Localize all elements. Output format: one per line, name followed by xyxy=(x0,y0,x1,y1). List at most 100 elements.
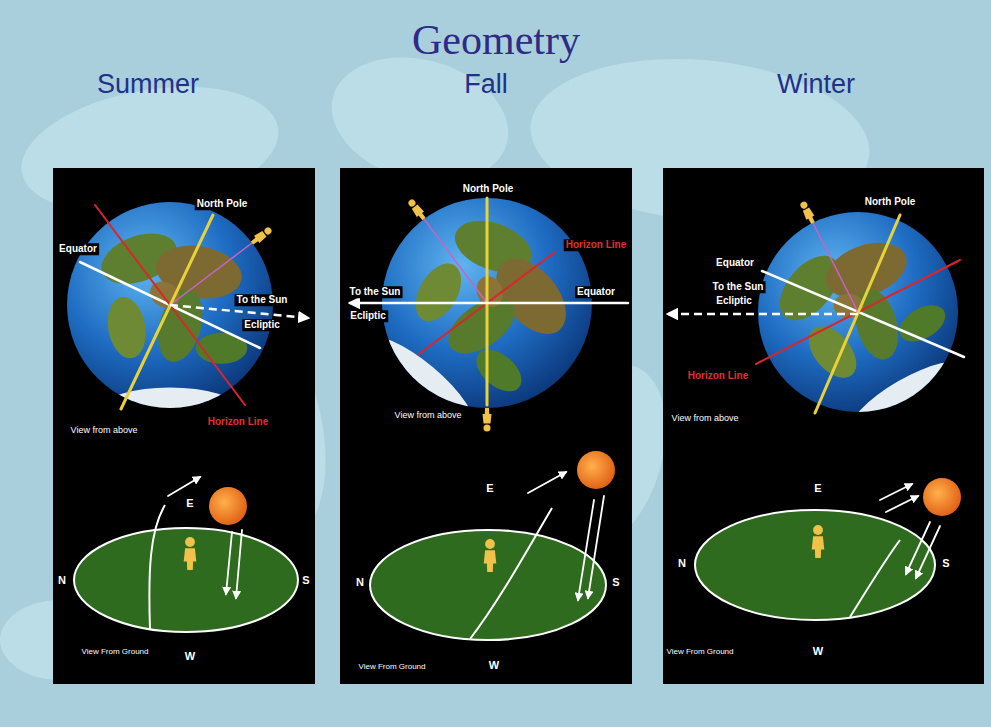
land-mass xyxy=(842,349,975,449)
person-figure xyxy=(406,198,427,222)
sun-path-arrow xyxy=(578,500,594,600)
diagram-label: View from above xyxy=(69,425,140,435)
compass-letter: N xyxy=(676,557,688,570)
compass-letter: W xyxy=(487,659,501,672)
diagram-label: Horizon Line xyxy=(686,370,751,382)
season-heading: Winter xyxy=(777,69,855,100)
diagram-label: Equator xyxy=(714,257,756,269)
compass-letter: E xyxy=(484,482,495,495)
land-group xyxy=(95,224,248,429)
ground-view xyxy=(370,451,615,640)
ground-plane xyxy=(695,510,935,620)
land-mass xyxy=(469,342,529,400)
ground-plane xyxy=(370,530,606,640)
globe xyxy=(347,190,628,450)
land-group xyxy=(755,206,983,452)
person-body xyxy=(184,548,197,570)
person-body xyxy=(411,204,428,222)
panel xyxy=(340,168,632,684)
diagram-label: North Pole xyxy=(195,198,250,210)
sun xyxy=(923,478,961,516)
compass-letter: N xyxy=(354,576,366,589)
sun-path-arrow xyxy=(236,530,242,598)
season-heading: Summer xyxy=(97,69,199,100)
person-body xyxy=(249,230,267,247)
sun-path-arrow xyxy=(226,532,232,594)
diagram-label: Ecliptic xyxy=(348,310,388,322)
sun-path xyxy=(850,540,900,617)
compass-letter: E xyxy=(184,497,195,510)
sun-direction-arrow xyxy=(350,302,628,305)
person-body xyxy=(484,550,497,572)
compass-letter: S xyxy=(300,574,311,587)
diagram-label: Horizon Line xyxy=(206,416,271,428)
person-head xyxy=(799,200,808,209)
person-head xyxy=(485,539,495,549)
globe xyxy=(668,200,983,453)
globe xyxy=(67,202,308,429)
person-figure xyxy=(249,225,273,246)
sun-direction-arrow xyxy=(668,313,858,316)
slide-title: Geometry xyxy=(412,16,580,64)
sun-path-arrow xyxy=(880,484,912,500)
zenith-line xyxy=(813,223,858,312)
person-body xyxy=(812,536,825,558)
panel xyxy=(53,168,315,684)
diagram-label: North Pole xyxy=(863,196,918,208)
ground-view xyxy=(695,478,961,620)
sun-path xyxy=(149,505,165,629)
person-body xyxy=(483,408,492,424)
sun-path-arrow xyxy=(916,526,940,578)
sun-path-arrow xyxy=(168,477,200,496)
land-mass xyxy=(893,298,951,349)
panel xyxy=(663,168,984,684)
person-figure xyxy=(812,525,825,558)
zenith-line xyxy=(424,219,487,303)
sun-path-arrow xyxy=(528,472,566,493)
person-body xyxy=(802,207,817,225)
diagram-label: View From Ground xyxy=(80,647,151,656)
land-mass xyxy=(800,318,866,387)
diagram-label: Equator xyxy=(575,286,617,298)
diagram-label: North Pole xyxy=(461,183,516,195)
diagram-label: To the Sun xyxy=(348,286,403,298)
diagram-label: Equator xyxy=(57,243,99,255)
sun-path-arrow xyxy=(906,522,930,574)
compass-letter: S xyxy=(610,576,621,589)
compass-letter: W xyxy=(811,645,825,658)
rotation-axis xyxy=(486,198,489,405)
compass-letter: W xyxy=(183,650,197,663)
land-mass xyxy=(103,294,150,361)
land-mass xyxy=(406,256,470,329)
person-head xyxy=(813,525,823,535)
person-head xyxy=(484,425,491,432)
diagram-label: View From Ground xyxy=(357,662,428,671)
sun xyxy=(577,451,615,489)
person-figure xyxy=(484,539,497,572)
sun-path xyxy=(470,508,552,639)
ground-view xyxy=(74,477,298,632)
sun-direction-arrow xyxy=(170,305,308,318)
rotation-axis xyxy=(121,215,213,409)
diagram-label: View from above xyxy=(393,410,464,420)
person-figure xyxy=(184,537,197,570)
person-head xyxy=(185,537,195,547)
ground-plane xyxy=(74,528,298,632)
person-figure xyxy=(483,408,492,432)
compass-letter: N xyxy=(56,574,68,587)
sun-path-arrow xyxy=(886,496,918,512)
person-figure xyxy=(798,200,817,225)
season-heading: Fall xyxy=(464,69,508,100)
sun xyxy=(209,487,247,525)
land-group xyxy=(347,190,600,450)
land-mass xyxy=(354,323,486,443)
diagram-label: Horizon Line xyxy=(564,239,629,251)
diagram-label: To the Sun xyxy=(235,294,290,306)
diagram-label: View From Ground xyxy=(665,647,736,656)
diagram-label: View from above xyxy=(670,413,741,423)
diagram-label: Ecliptic xyxy=(242,319,282,331)
diagram-label: To the Sun xyxy=(711,281,766,293)
